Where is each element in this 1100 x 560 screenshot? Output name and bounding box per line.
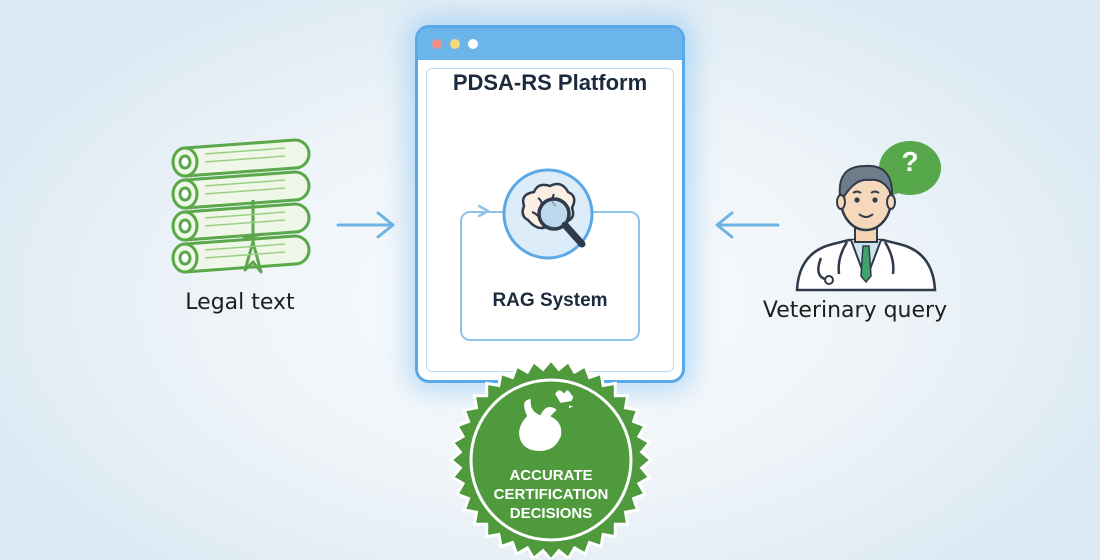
seal-text: ACCURATE CERTIFICATION DECISIONS	[448, 466, 654, 523]
seal-line-3: DECISIONS	[509, 505, 593, 522]
window-minimize-dot	[450, 39, 460, 49]
platform-window: PDSA-RS Platform RAG System	[415, 25, 685, 383]
rag-system-label: RAG System	[492, 290, 608, 311]
legal-scrolls-icon	[171, 138, 311, 274]
arrow-left-icon	[715, 211, 780, 239]
seal-line-2: CERTIFICATION	[493, 486, 609, 503]
window-titlebar	[418, 28, 682, 60]
window-close-dot	[432, 39, 442, 49]
veterinary-query-label: Veterinary query	[762, 298, 948, 323]
cycle-arrow-head	[477, 204, 490, 218]
speech-bubble-question: ?	[901, 146, 919, 177]
platform-title: PDSA-RS Platform	[452, 70, 648, 95]
legal-text-label: Legal text	[185, 290, 295, 315]
veterinarian-icon	[795, 141, 941, 292]
window-maximize-dot	[468, 39, 478, 49]
seal-line-1: ACCURATE	[509, 467, 593, 484]
brain-magnifier-icon	[502, 168, 594, 260]
seal-badge-icon	[448, 358, 654, 558]
chicken-icon	[516, 388, 579, 454]
arrow-right-icon	[336, 211, 395, 239]
